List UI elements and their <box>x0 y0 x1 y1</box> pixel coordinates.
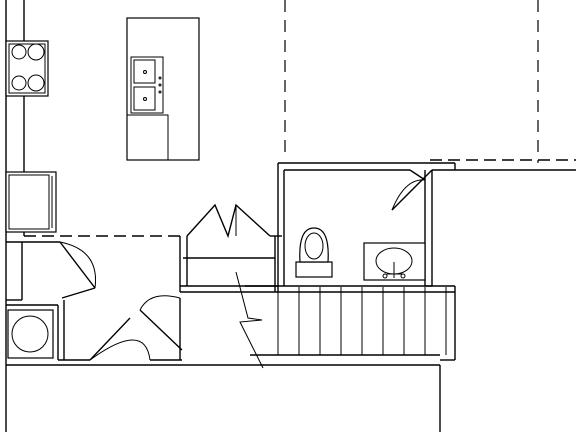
closet-walls <box>179 236 278 293</box>
laundry-door <box>59 241 97 299</box>
toilet <box>295 227 333 278</box>
stairs <box>245 285 456 360</box>
double-sink <box>130 56 164 114</box>
dishwasher <box>126 114 169 161</box>
vanity-sink <box>363 242 426 281</box>
washer <box>7 309 54 359</box>
entry-door <box>89 295 183 361</box>
range <box>5 40 49 97</box>
powder-room-walls <box>277 162 576 292</box>
refrigerator <box>5 171 57 233</box>
powder-room-door <box>391 169 433 211</box>
upper-cabinet-lines <box>24 0 576 237</box>
stair-break-line <box>235 271 264 369</box>
closet-bifold-door <box>186 203 271 239</box>
right-room-walls <box>454 0 539 170</box>
laundry-walls <box>5 236 455 432</box>
